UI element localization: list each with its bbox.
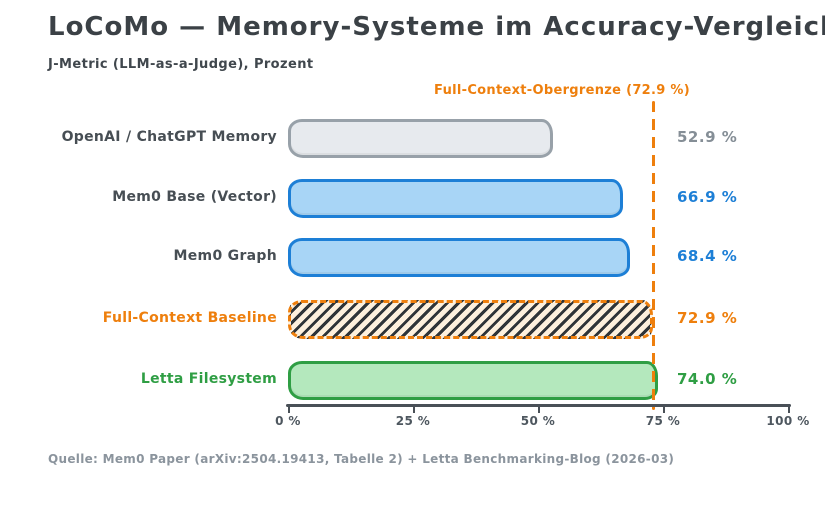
- x-axis-tick-mark: [413, 404, 415, 413]
- x-axis-tick-mark: [663, 404, 665, 413]
- bar-value-label: 72.9 %: [677, 309, 738, 327]
- bar-category-label: Mem0 Base (Vector): [112, 189, 277, 205]
- x-axis-tick-label: 25 %: [395, 414, 431, 428]
- bar-value-label: 68.4 %: [677, 247, 738, 265]
- bar-row: Mem0 Base (Vector) 66.9 %: [0, 178, 825, 218]
- bar: [288, 179, 623, 218]
- bar: [288, 238, 630, 277]
- bar: [288, 300, 653, 339]
- x-axis-tick-mark: [288, 404, 290, 413]
- source-note: Quelle: Mem0 Paper (arXiv:2504.19413, Ta…: [48, 452, 675, 466]
- bar: [288, 119, 553, 158]
- x-axis-tick-label: 0 %: [275, 414, 301, 428]
- bar-row: Letta Filesystem 74.0 %: [0, 360, 825, 400]
- bar-category-label: Mem0 Graph: [173, 248, 277, 264]
- x-axis-tick-mark: [538, 404, 540, 413]
- reference-line: [652, 101, 655, 410]
- x-axis-tick-mark: [788, 404, 790, 413]
- x-axis-tick-label: 75 %: [645, 414, 681, 428]
- x-axis-tick-label: 50 %: [520, 414, 556, 428]
- bar-value-label: 66.9 %: [677, 188, 738, 206]
- bar-category-label: Full-Context Baseline: [102, 310, 277, 326]
- bar-row: OpenAI / ChatGPT Memory 52.9 %: [0, 118, 825, 158]
- x-axis-tick-label: 100 %: [766, 414, 810, 428]
- bar-value-label: 52.9 %: [677, 128, 738, 146]
- bar-row: Mem0 Graph 68.4 %: [0, 237, 825, 277]
- bar-category-label: Letta Filesystem: [140, 371, 277, 387]
- reference-line-label: Full-Context-Obergrenze (72.9 %): [434, 83, 690, 98]
- bar-category-label: OpenAI / ChatGPT Memory: [61, 129, 277, 145]
- bar-row: Full-Context Baseline 72.9 %: [0, 299, 825, 339]
- chart-subtitle: J-Metric (LLM-as-a-Judge), Prozent: [48, 57, 314, 72]
- chart-title: LoCoMo — Memory-Systeme im Accuracy-Verg…: [48, 12, 825, 42]
- bar: [288, 361, 658, 400]
- bar-value-label: 74.0 %: [677, 370, 738, 388]
